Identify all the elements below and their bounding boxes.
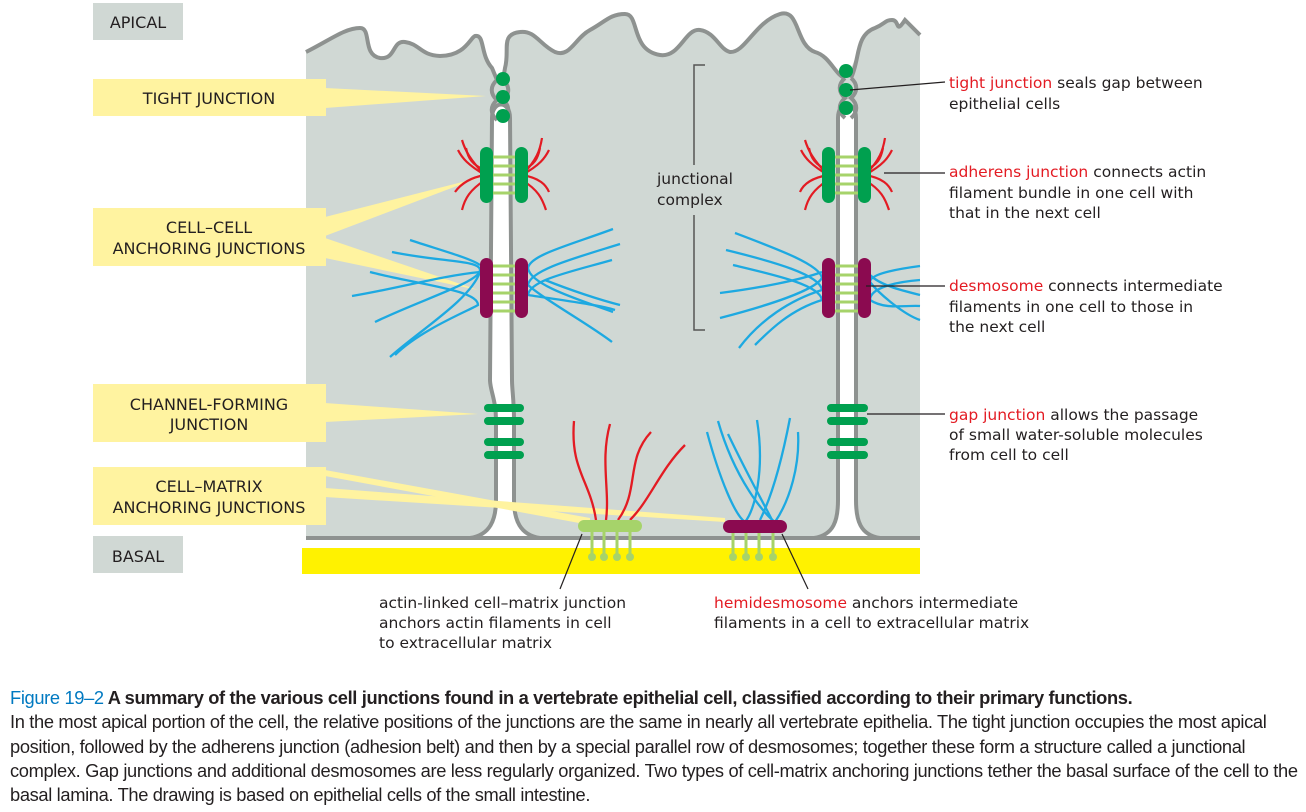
cell-matrix-box	[93, 467, 326, 525]
callout-channel	[325, 403, 478, 422]
annotation-actin-linked-junction: actin-linked cell–matrix junction anchor…	[379, 594, 626, 652]
junctional-complex-label-2: complex	[657, 191, 723, 209]
svg-text:gap junction allows the passag: gap junction allows the passage	[949, 406, 1198, 424]
figure-number: Figure 19–2	[10, 687, 104, 708]
callout-pointers	[325, 88, 725, 525]
cell-matrix-label-2: ANCHORING JUNCTIONS	[113, 498, 306, 517]
svg-text:filaments in a cell to extrace: filaments in a cell to extracellular mat…	[714, 614, 1029, 632]
annotation-gap-junction: gap junction allows the passage of small…	[949, 406, 1203, 464]
svg-text:from cell to cell: from cell to cell	[949, 446, 1069, 464]
apical-membrane	[305, 11, 922, 81]
cell-cell-label-2: ANCHORING JUNCTIONS	[113, 239, 306, 258]
channel-label-2: JUNCTION	[169, 415, 249, 434]
adherens-junction-left	[454, 137, 551, 211]
figure-title: A summary of the various cell junctions …	[103, 687, 1133, 708]
figure-caption: Figure 19–2 A summary of the various cel…	[10, 686, 1300, 807]
svg-text:the next cell: the next cell	[949, 318, 1045, 336]
svg-text:filament bundle in one cell wi: filament bundle in one cell with	[949, 184, 1193, 202]
svg-text:actin-linked cell–matrix junct: actin-linked cell–matrix junction	[379, 594, 626, 612]
figure-body: In the most apical portion of the cell, …	[10, 711, 1298, 806]
desmosome-right	[719, 231, 921, 349]
junctional-complex-label-1: junctional	[656, 170, 733, 188]
callout-desmosome	[325, 238, 478, 290]
annotation-desmosome: desmosome connects intermediate filament…	[949, 277, 1223, 336]
svg-text:hemidesmosome anchors intermed: hemidesmosome anchors intermediate	[714, 594, 1018, 612]
desmosome-left	[351, 227, 621, 358]
annotation-adherens-junction: adherens junction connects actin filamen…	[949, 163, 1206, 222]
annotation-hemidesmosome: hemidesmosome anchors intermediate filam…	[714, 594, 1029, 632]
hemidesmosome	[705, 417, 800, 561]
apical-box	[93, 3, 183, 40]
tight-junction-right	[839, 64, 853, 115]
gap-junction-left	[484, 404, 524, 459]
svg-text:adherens junction connects act: adherens junction connects actin	[949, 163, 1206, 181]
channel-box	[93, 384, 326, 442]
tight-junction-label: TIGHT JUNCTION	[142, 89, 275, 108]
callout-matrix-2	[325, 488, 725, 522]
basal-label: BASAL	[112, 547, 164, 566]
svg-text:filaments in one cell to those: filaments in one cell to those in	[949, 298, 1193, 316]
epithelial-junction-diagram: APICAL TIGHT JUNCTION CELL–CELL ANCHORIN…	[93, 3, 1223, 652]
cell-cell-label-1: CELL–CELL	[166, 218, 252, 237]
basal-box	[93, 536, 183, 573]
callout-tight	[325, 88, 486, 108]
left-labels: APICAL TIGHT JUNCTION CELL–CELL ANCHORIN…	[93, 3, 326, 573]
svg-text:epithelial cells: epithelial cells	[949, 95, 1060, 113]
adherens-junction-right	[798, 137, 894, 211]
tight-junction-box	[93, 79, 326, 116]
svg-text:to extracellular matrix: to extracellular matrix	[379, 634, 552, 652]
channel-label-1: CHANNEL-FORMING	[130, 395, 288, 414]
junctional-complex-bracket	[693, 64, 705, 331]
annotation-tight-junction: tight junction seals gap between epithel…	[949, 74, 1203, 113]
svg-text:of small water-soluble molecul: of small water-soluble molecules	[949, 426, 1203, 444]
cell-cell-box	[93, 208, 326, 266]
apical-label: APICAL	[110, 13, 166, 32]
gap-junction-right	[827, 404, 868, 459]
cell-cytoplasm	[306, 13, 920, 541]
leader-lines	[559, 81, 946, 590]
cell-matrix-label-1: CELL–MATRIX	[155, 477, 262, 496]
svg-text:desmosome connects intermediat: desmosome connects intermediate	[949, 277, 1223, 295]
intercellular-space-left	[469, 102, 541, 540]
basal-lamina	[302, 548, 920, 574]
svg-text:tight junction seals gap betwe: tight junction seals gap between	[949, 74, 1203, 92]
svg-text:anchors actin filaments in cel: anchors actin filaments in cell	[379, 614, 612, 632]
epithelial-cells	[302, 11, 922, 574]
svg-text:that in the next cell: that in the next cell	[949, 204, 1101, 222]
callout-adherens	[325, 178, 478, 236]
tight-junction-left	[496, 72, 510, 123]
actin-linked-junction	[572, 420, 686, 561]
callout-matrix-1	[325, 470, 590, 525]
